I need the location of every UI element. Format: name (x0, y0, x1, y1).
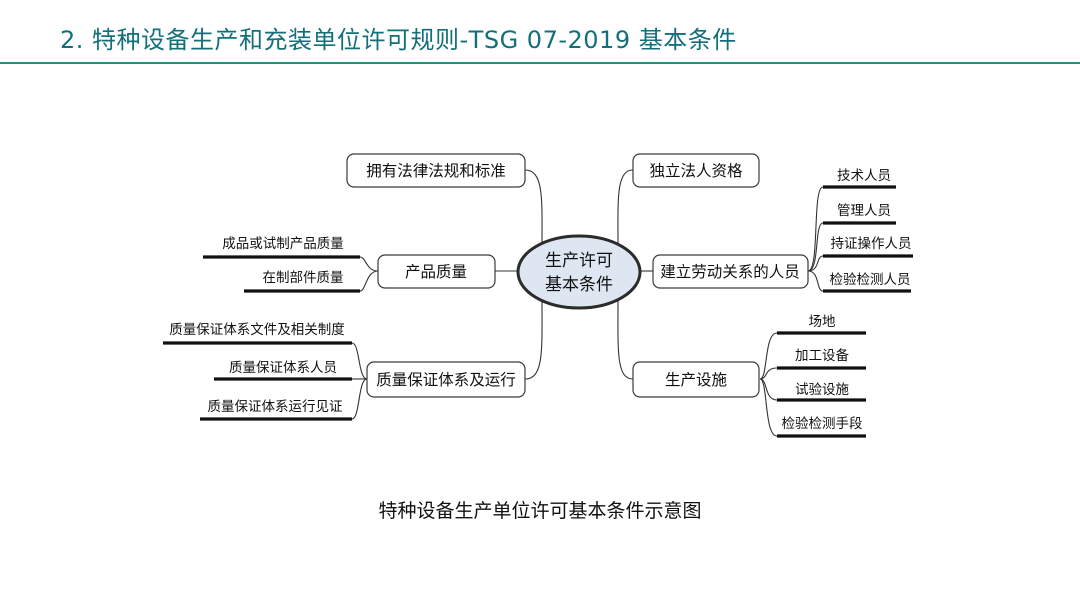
connector-quality-inprocess (359, 270, 379, 292)
connector-facility-site (759, 332, 778, 380)
connector-law (524, 169, 543, 246)
connector-qa-docs (351, 342, 368, 380)
connector-personnel-cert (807, 255, 824, 272)
leaf-qa-evidence: 质量保证体系运行见证 (208, 399, 343, 415)
leaf-testing-facilities: 试验设施 (795, 382, 849, 398)
branch-qa-system-label: 质量保证体系及运行 (376, 371, 516, 389)
leaf-technical-staff: 技术人员 (837, 168, 891, 184)
center-node-line1: 生产许可 (545, 251, 613, 271)
branch-product-quality-label: 产品质量 (405, 263, 467, 281)
leaf-qa-personnel: 质量保证体系人员 (229, 360, 337, 376)
figure-caption: 特种设备生产单位许可基本条件示意图 (378, 500, 702, 522)
leaf-site: 场地 (809, 314, 837, 330)
connector-qa-system (524, 299, 543, 380)
branch-facilities-label: 生产设施 (665, 371, 727, 389)
branch-product-quality (377, 254, 496, 289)
connector-quality-finished (359, 256, 379, 272)
branch-qa-system (366, 361, 526, 398)
leaf-qa-documents: 质量保证体系文件及相关制度 (169, 322, 345, 338)
connector-qa-evidence (351, 378, 368, 420)
center-node-line2: 基本条件 (545, 275, 613, 295)
connector-personnel-mgmt (807, 222, 824, 272)
page-title: 2. 特种设备生产和充装单位许可规则-TSG 07-2019 基本条件 (60, 26, 737, 54)
connector-personnel-inspect (807, 270, 824, 292)
branch-personnel-label: 建立劳动关系的人员 (660, 263, 800, 281)
leaf-inspection-means: 检验检测手段 (782, 416, 863, 432)
branch-facilities (632, 361, 760, 398)
center-node (516, 234, 642, 310)
connector-facility-equipment (759, 367, 778, 380)
leaf-management-staff: 管理人员 (837, 203, 891, 219)
connector-legal-entity (617, 169, 634, 246)
connector-facilities (617, 299, 634, 380)
connector-personnel-tech (807, 186, 824, 272)
branch-personnel (652, 254, 809, 289)
leaf-finished-product-quality: 成品或试制产品质量 (222, 236, 344, 252)
leaf-inspection-staff: 检验检测人员 (830, 272, 911, 288)
branch-legal-entity (632, 153, 760, 188)
connector-facility-inspection (759, 378, 778, 437)
branch-legal-entity-label: 独立法人资格 (649, 162, 743, 180)
title-divider (0, 62, 1080, 64)
leaf-processing-equipment: 加工设备 (795, 347, 849, 364)
branch-law-standards (346, 153, 526, 188)
branch-law-standards-label: 拥有法律法规和标准 (366, 162, 506, 180)
leaf-in-process-quality: 在制部件质量 (263, 270, 344, 286)
leaf-certified-operators: 持证操作人员 (831, 236, 912, 252)
